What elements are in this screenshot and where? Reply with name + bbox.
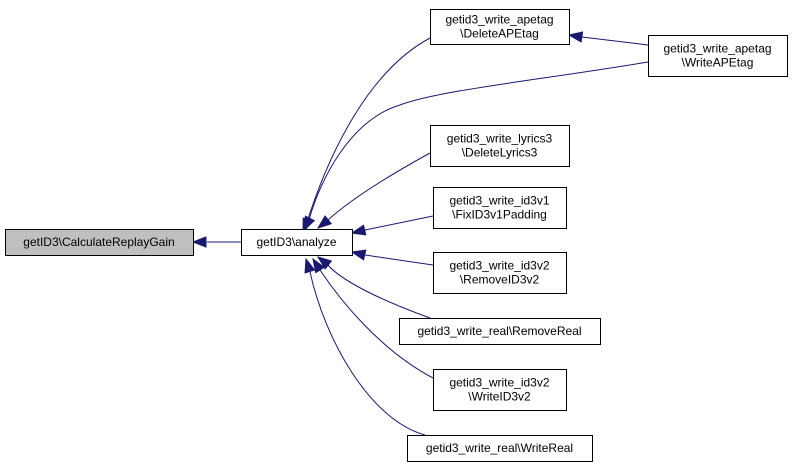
node-label-line: getid3_write_lyrics3 xyxy=(447,132,553,146)
node-label-line: getid3_write_id3v2 xyxy=(449,376,549,390)
node-box xyxy=(407,435,593,462)
arrowhead-icon xyxy=(316,256,333,270)
node-box xyxy=(648,35,788,77)
node-label-line: \DeleteAPEtag xyxy=(460,27,539,41)
node-label-line: getid3_write_apetag xyxy=(445,13,553,27)
edge-writeid3v2-to-analyze xyxy=(312,257,434,379)
arrowhead-icon xyxy=(304,257,316,274)
nodes-layer: getID3\CalculateReplayGain getID3\analyze… xyxy=(5,9,788,462)
node-dellyrics[interactable]: getid3_write_lyrics3\DeleteLyrics3 xyxy=(430,125,570,167)
node-writeape[interactable]: getid3_write_apetag\WriteAPEtag xyxy=(648,35,788,77)
node-label-line: getid3_write_id3v2 xyxy=(449,259,549,273)
node-box xyxy=(399,318,601,345)
node-box xyxy=(433,187,567,229)
edge-line xyxy=(581,36,649,46)
arrowhead-icon xyxy=(316,215,333,229)
edge-line xyxy=(309,271,426,436)
node-label-line: \FixID3v1Padding xyxy=(452,208,547,222)
node-box xyxy=(433,369,567,411)
node-label-line: \DeleteLyrics3 xyxy=(462,146,538,160)
edges-layer xyxy=(191,31,649,436)
arrowhead-icon xyxy=(350,224,367,236)
node-label-line: getid3_write_real\WriteReal xyxy=(426,441,573,455)
node-box xyxy=(433,252,567,294)
arrowhead-icon xyxy=(350,249,367,261)
edge-fixid3v1-to-analyze xyxy=(350,215,434,236)
node-analyze[interactable]: getID3\analyze xyxy=(241,229,353,256)
node-removereal[interactable]: getid3_write_real\RemoveReal xyxy=(399,318,601,345)
node-label-line: \WriteID3v2 xyxy=(468,390,531,404)
node-box xyxy=(430,9,570,45)
node-deleteape[interactable]: getid3_write_apetag\DeleteAPEtag xyxy=(430,9,570,45)
node-writereal[interactable]: getid3_write_real\WriteReal xyxy=(407,435,593,462)
node-box xyxy=(5,229,194,256)
edge-deleteape-to-analyze xyxy=(302,37,431,234)
node-writeid3v2[interactable]: getid3_write_id3v2\WriteID3v2 xyxy=(433,369,567,411)
node-label-line: getid3_write_apetag xyxy=(663,42,771,56)
arrowhead-icon xyxy=(191,236,207,248)
edge-writeape-to-deleteape xyxy=(567,31,649,46)
edge-line xyxy=(364,215,434,231)
node-label-line: getid3_write_id3v1 xyxy=(449,194,549,208)
arrowhead-icon xyxy=(303,215,316,232)
node-box xyxy=(430,125,570,167)
edge-removeid3v2-to-analyze xyxy=(350,249,434,266)
edge-analyze-to-calc xyxy=(191,236,241,248)
edge-removereal-to-analyze xyxy=(316,256,431,319)
node-calc: getID3\CalculateReplayGain xyxy=(5,229,194,256)
arrowhead-icon xyxy=(567,31,584,43)
arrowhead-icon xyxy=(312,257,326,274)
edge-writereal-to-analyze xyxy=(304,257,426,436)
node-removeid3v2[interactable]: getid3_write_id3v2\RemoveID3v2 xyxy=(433,252,567,294)
edge-dellyrics-to-analyze xyxy=(316,152,431,229)
node-label-line: getid3_write_real\RemoveReal xyxy=(417,324,581,338)
edge-writeape-to-analyze xyxy=(303,61,649,232)
edge-line xyxy=(319,269,434,379)
node-label-line: getID3\CalculateReplayGain xyxy=(23,235,174,249)
edge-line xyxy=(327,152,431,221)
edge-line xyxy=(364,254,434,266)
edge-line xyxy=(306,37,431,223)
edge-line xyxy=(326,263,431,319)
node-box xyxy=(241,229,353,256)
edge-line xyxy=(308,61,649,221)
node-fixid3v1[interactable]: getid3_write_id3v1\FixID3v1Padding xyxy=(433,187,567,229)
node-label-line: \WriteAPEtag xyxy=(682,56,754,70)
node-label-line: getID3\analyze xyxy=(256,235,336,249)
node-label-line: \RemoveID3v2 xyxy=(460,273,540,287)
